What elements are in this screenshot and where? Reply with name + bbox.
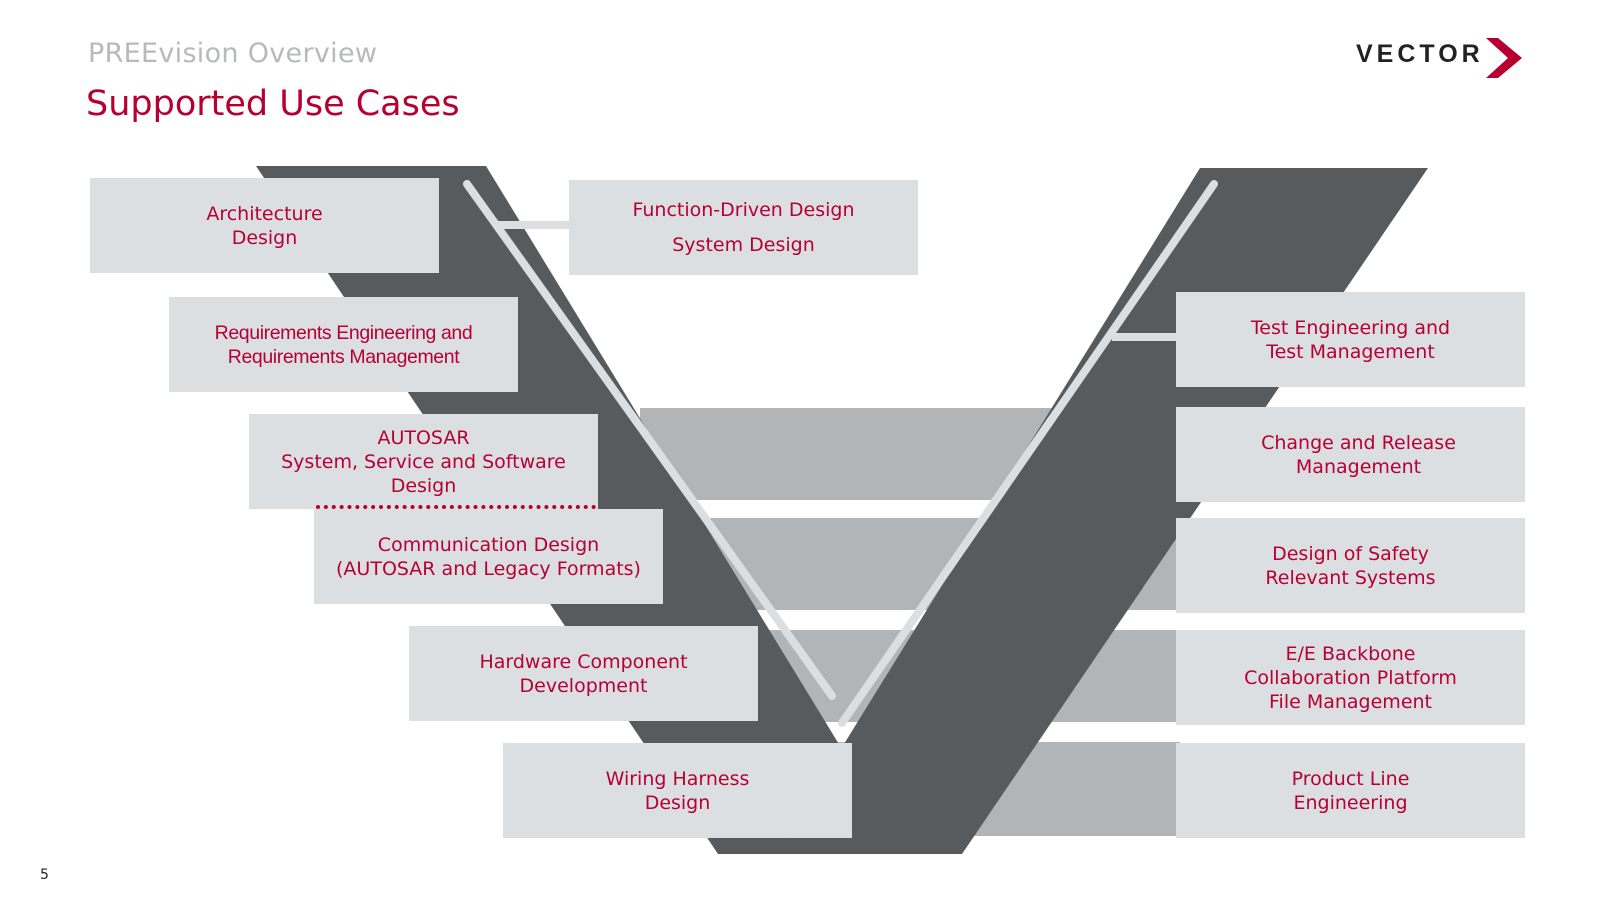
- usecase-wiring-harness: Wiring Harness Design: [503, 743, 852, 838]
- box-line: System, Service and Software: [281, 450, 566, 473]
- logo-chevron-icon: [1486, 38, 1522, 78]
- box-line: Test Engineering and: [1250, 316, 1451, 339]
- usecase-hardware-component: Hardware Component Development: [409, 626, 758, 721]
- usecase-safety-systems: Design of Safety Relevant Systems: [1176, 518, 1525, 613]
- box-line: File Management: [1269, 690, 1432, 713]
- usecase-architecture-design: Architecture Design: [90, 178, 439, 273]
- box-line: Design: [231, 226, 298, 249]
- box-line: Architecture: [206, 202, 323, 225]
- box-line: AUTOSAR: [377, 426, 470, 449]
- usecase-autosar: AUTOSAR System, Service and Software Des…: [249, 414, 598, 509]
- box-line: Function-Driven Design: [632, 199, 855, 221]
- box-line: Design: [390, 474, 457, 497]
- v-right-process-line: [838, 180, 1218, 727]
- vector-logo: VECTOR: [1356, 36, 1528, 82]
- usecase-function-system-design: Function-Driven Design System Design: [569, 180, 918, 275]
- box-line: Change and Release: [1261, 431, 1456, 454]
- box-line: E/E Backbone: [1285, 642, 1416, 665]
- v-left-process-line: [463, 180, 836, 700]
- box-line: Hardware Component: [479, 650, 688, 673]
- box-line: Test Management: [1266, 340, 1435, 363]
- box-line: Development: [519, 674, 648, 697]
- box-line: Engineering: [1293, 791, 1408, 814]
- usecase-product-line: Product Line Engineering: [1176, 743, 1525, 838]
- box-line: Communication Design: [377, 533, 600, 556]
- box-line: Design: [644, 791, 711, 814]
- box-line: Requirements Management: [227, 345, 460, 368]
- box-line: Requirements Engineering and: [214, 321, 473, 344]
- box-line: Wiring Harness: [605, 767, 750, 790]
- usecase-communication-design: Communication Design (AUTOSAR and Legacy…: [314, 509, 663, 604]
- logo-text: VECTOR: [1356, 40, 1484, 68]
- usecase-requirements: Requirements Engineering and Requirement…: [169, 297, 518, 392]
- page-number: 5: [40, 867, 49, 883]
- box-line: Product Line: [1291, 767, 1410, 790]
- usecase-ee-backbone: E/E Backbone Collaboration Platform File…: [1176, 630, 1525, 725]
- box-line: Collaboration Platform: [1244, 666, 1457, 689]
- box-line: Management: [1295, 455, 1422, 478]
- dotted-separator: [316, 505, 596, 509]
- usecase-test-engineering: Test Engineering and Test Management: [1176, 292, 1525, 387]
- slide-title: Supported Use Cases: [86, 84, 460, 124]
- box-line: Design of Safety: [1272, 542, 1429, 565]
- box-line: System Design: [672, 234, 815, 256]
- presentation-overtitle: PREEvision Overview: [88, 38, 378, 69]
- usecase-change-release: Change and Release Management: [1176, 407, 1525, 502]
- box-line: Relevant Systems: [1265, 566, 1436, 589]
- box-line: (AUTOSAR and Legacy Formats): [336, 557, 641, 580]
